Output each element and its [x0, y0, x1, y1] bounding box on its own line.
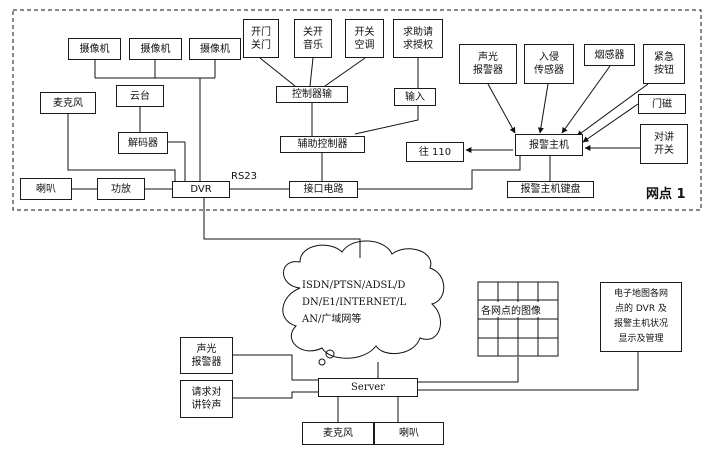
interface-circuit: 接口电路 [289, 181, 358, 198]
door-magnet: 门磁 [638, 94, 686, 114]
network-cloud [282, 240, 445, 359]
dvr: DVR [172, 181, 230, 198]
amplifier: 功放 [97, 178, 145, 200]
call-110: 往 110 [406, 142, 464, 162]
image-grid [477, 281, 559, 357]
emergency-button: 紧急 按钮 [643, 44, 685, 84]
electronic-map-panel: 电子地图各网 点的 DVR 及 报警主机状况 显示及管理 [600, 282, 682, 352]
intercom-bell: 请求对 讲铃声 [180, 380, 233, 418]
ptz: 云台 [116, 85, 164, 107]
network-types: ISDN/PTSN/ADSL/D DN/E1/INTERNET/L AN/广域网… [302, 280, 407, 325]
image-grid-label: 各网点的图像 [481, 302, 541, 317]
door-control: 开门 关门 [243, 19, 279, 58]
input: 输入 [394, 88, 436, 106]
camera-3: 摄像机 [189, 38, 241, 60]
camera-1: 摄像机 [68, 38, 121, 60]
sound-light-alarm-center: 声光 报警器 [180, 337, 233, 374]
aux-controller: 辅助控制器 [280, 136, 365, 153]
intrusion-sensor: 入侵 传感器 [524, 44, 574, 84]
smoke-detector: 烟感器 [584, 44, 635, 66]
site-label: 网点 1 [646, 187, 686, 202]
speaker-center: 喇叭 [374, 422, 444, 445]
server: Server [318, 378, 418, 397]
site-boundary [12, 9, 702, 211]
music-control: 关开 音乐 [294, 19, 332, 58]
decoder: 解码器 [118, 132, 168, 154]
microphone-center: 麦克风 [302, 422, 374, 445]
alarm-host-keyboard: 报警主机键盘 [507, 181, 594, 198]
speaker-site: 喇叭 [20, 178, 72, 200]
assist-request: 求助请 求授权 [393, 19, 443, 58]
intercom-switch: 对讲 开关 [640, 124, 688, 164]
sound-light-alarm-site: 声光 报警器 [459, 44, 517, 84]
alarm-host: 报警主机 [515, 134, 583, 156]
camera-2: 摄像机 [129, 38, 182, 60]
ac-control: 开关 空调 [345, 19, 384, 58]
rs23-label: RS23 [231, 171, 258, 182]
microphone-site: 麦克风 [40, 92, 96, 114]
controller-output: 控制器输 [276, 86, 348, 103]
